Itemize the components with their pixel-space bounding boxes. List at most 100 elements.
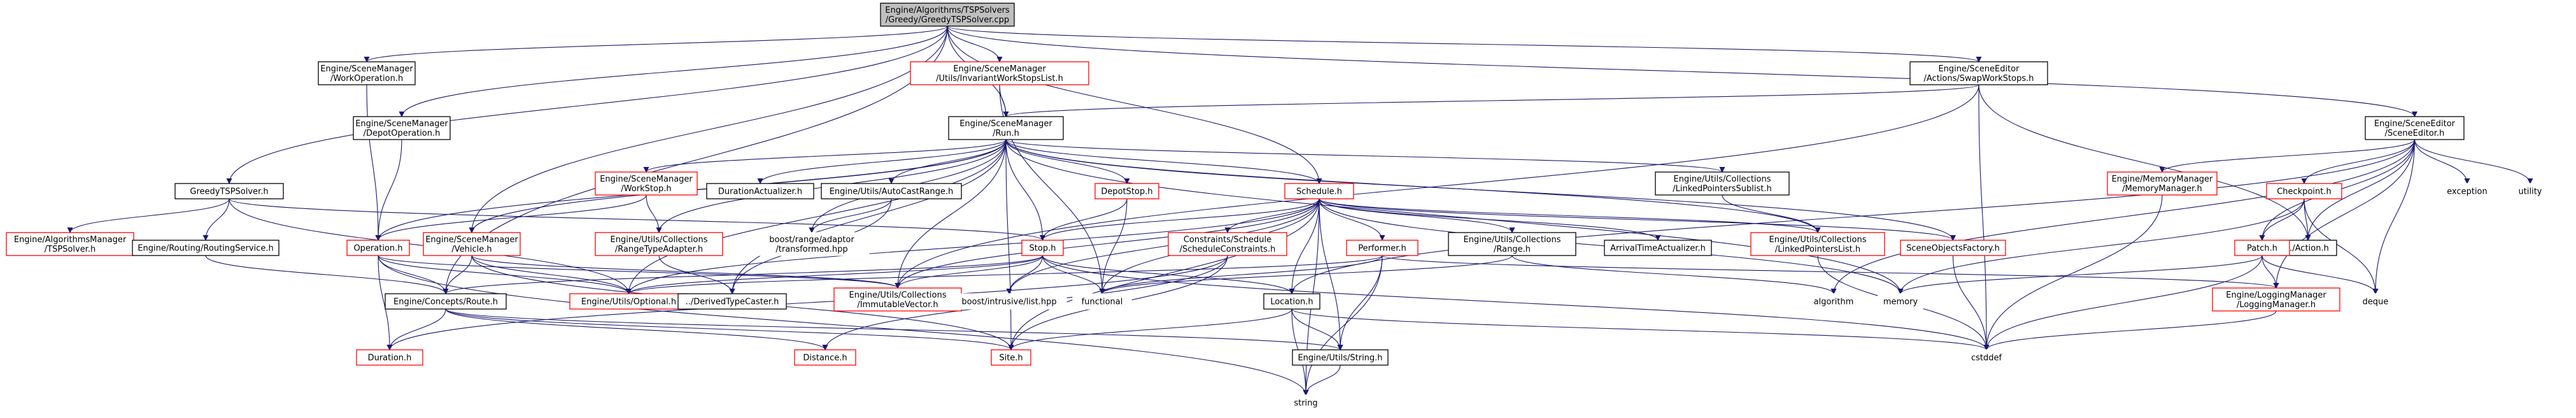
- edge-collrange-to-functional: [1099, 255, 1513, 294]
- node-box: [677, 293, 787, 310]
- node-sof[interactable]: SceneObjectsFactory.h: [1900, 240, 2006, 256]
- node-root[interactable]: Engine/Algorithms/TSPSolvers/Greedy/Gree…: [880, 3, 1015, 27]
- node-label-line: /LinkedPointersList.h: [1775, 245, 1860, 254]
- node-boostrange[interactable]: boost/range/adaptor/transformed.hpp: [754, 232, 870, 256]
- node-workop[interactable]: Engine/SceneManager/WorkOperation.h: [318, 61, 416, 85]
- node-patch[interactable]: Patch.h: [2234, 240, 2290, 256]
- edge-root-to-swapws: [947, 25, 1982, 62]
- edge-line: [1337, 255, 1383, 350]
- node-label-line: Distance.h: [803, 354, 847, 363]
- edge-line: [2273, 139, 2416, 289]
- node-algorithm[interactable]: algorithm: [1808, 293, 1860, 310]
- edge-line: [1006, 255, 1044, 294]
- node-stop[interactable]: Stop.h: [1021, 240, 1064, 256]
- node-label-line: /Greedy/GreedyTSPSolver.cpp: [886, 15, 1009, 25]
- node-logging[interactable]: Engine/LoggingManager/LoggingManager.h: [2212, 287, 2340, 312]
- node-label-line: Engine/SceneManager: [953, 64, 1046, 74]
- node-box: [1655, 171, 1790, 196]
- node-cstddef[interactable]: cstddef: [1964, 349, 2009, 366]
- node-tspsolver[interactable]: Engine/AlgorithmsManager/TSPSolver.h: [6, 232, 134, 256]
- edge-line: [205, 255, 449, 294]
- node-run[interactable]: Engine/SceneManager/Run.h: [948, 116, 1064, 140]
- edge-stop-to-intrusive: [1006, 255, 1044, 294]
- node-greedytsp[interactable]: GreedyTSPSolver.h: [174, 183, 284, 199]
- edge-patch-to-memory: [1897, 255, 2263, 294]
- node-rangetype[interactable]: Engine/Utils/Collections/RangeTypeAdapte…: [595, 232, 723, 256]
- edge-workstop-to-operation: [375, 194, 647, 241]
- node-label-line: boost/range/adaptor: [769, 235, 854, 245]
- edge-run-to-derivedcaster: [729, 139, 1007, 294]
- node-box: [318, 61, 416, 85]
- node-box: [346, 240, 410, 256]
- node-memory[interactable]: memory: [1878, 293, 1923, 310]
- node-label-line: /RangeTypeAdapter.h: [615, 245, 703, 254]
- node-constraints[interactable]: Constraints/Schedule/ScheduleConstraints…: [1168, 232, 1287, 256]
- node-immutable[interactable]: Engine/Utils/Collections/ImmutableVector…: [833, 287, 962, 312]
- edge-location-to-string_h: [1291, 308, 1343, 350]
- node-distance[interactable]: Distance.h: [794, 349, 856, 366]
- node-depotstop[interactable]: DepotStop.h: [1094, 183, 1159, 199]
- node-duractual[interactable]: DurationActualizer.h: [706, 183, 814, 199]
- edge-run-to-stop: [1005, 139, 1045, 241]
- node-box: [1284, 183, 1354, 199]
- node-label-line: DepotStop.h: [1101, 187, 1152, 197]
- node-routingsvc[interactable]: Engine/Routing/RoutingService.h: [132, 240, 280, 256]
- node-string_h[interactable]: Engine/Utils/String.h: [1292, 349, 1389, 366]
- node-workstop[interactable]: Engine/SceneManager/WorkStop.h: [595, 171, 698, 196]
- edge-line: [226, 25, 948, 184]
- node-deque[interactable]: deque: [2355, 293, 2396, 310]
- node-collrange[interactable]: Engine/Utils/Collections/Range.h: [1448, 232, 1576, 256]
- node-optional[interactable]: Engine/Utils/Optional.h: [569, 293, 688, 310]
- edge-operation-to-optional: [378, 255, 632, 294]
- node-box: [2441, 183, 2493, 199]
- node-label-line: /DepotOperation.h: [364, 129, 441, 138]
- node-duration[interactable]: Duration.h: [356, 349, 423, 366]
- edge-location-to-site: [1008, 308, 1292, 350]
- node-arrival[interactable]: ArrivalTimeActualizer.h: [1604, 240, 1712, 256]
- node-box: [1021, 240, 1064, 256]
- node-utility[interactable]: utility: [2508, 183, 2552, 199]
- edge-line: [366, 84, 381, 241]
- edge-sceneeditor-to-algorithm: [1830, 139, 2416, 294]
- node-depotop[interactable]: Engine/SceneManager/DepotOperation.h: [353, 116, 451, 140]
- node-checkpoint[interactable]: Checkpoint.h: [2266, 183, 2342, 199]
- node-sceneeditor[interactable]: Engine/SceneEditor/SceneEditor.h: [2365, 116, 2465, 140]
- edge-patch-to-deque: [2261, 255, 2379, 294]
- node-box: [2508, 183, 2552, 199]
- edge-schedule-to-sof: [1319, 198, 1956, 241]
- edge-line: [1040, 198, 1128, 241]
- node-label-line: Engine/Utils/String.h: [1298, 354, 1382, 363]
- node-concepts[interactable]: Engine/Concepts/Route.h: [385, 293, 507, 310]
- edge-sof-to-cstddef: [1952, 255, 1990, 350]
- node-vehicle[interactable]: Engine/SceneManager/Vehicle.h: [423, 232, 521, 256]
- edge-sceneeditor-to-action: [2305, 139, 2416, 241]
- node-exception[interactable]: exception: [2441, 183, 2493, 199]
- node-location[interactable]: Location.h: [1263, 293, 1320, 310]
- node-operation[interactable]: Operation.h: [346, 240, 410, 256]
- node-invariant[interactable]: Engine/SceneManager/Utils/InvariantWorkS…: [910, 61, 1089, 85]
- node-swapws[interactable]: Engine/SceneEditor/Actions/SwapWorkStops…: [1909, 61, 2048, 85]
- edge-string_h-to-string: [1303, 364, 1341, 396]
- edge-line: [378, 255, 632, 294]
- edge-line: [1005, 139, 1045, 241]
- node-label-line: /TSPSolver.h: [45, 245, 96, 254]
- node-linkedlist[interactable]: Engine/Utils/Collections/LinkedPointersL…: [1750, 232, 1885, 256]
- edge-root-to-depotop: [399, 25, 948, 117]
- node-derivedcaster[interactable]: ../DerivedTypeCaster.h: [677, 293, 787, 310]
- node-memmgr[interactable]: Engine/MemoryManager/MemoryManager.h: [2107, 171, 2218, 196]
- edge-schedule-to-immutable: [895, 198, 1320, 289]
- node-intrusive[interactable]: boost/intrusive/list.hpp: [951, 293, 1067, 310]
- node-functional[interactable]: functional: [1072, 293, 1132, 310]
- node-site[interactable]: Site.h: [991, 349, 1031, 366]
- node-label-line: Engine/Utils/Collections: [1674, 175, 1771, 184]
- node-schedule[interactable]: Schedule.h: [1284, 183, 1354, 199]
- node-autocast[interactable]: Engine/Utils/AutoCastRange.h: [821, 183, 962, 199]
- node-performer[interactable]: Performer.h: [1346, 240, 1419, 256]
- edge-line: [947, 25, 2417, 117]
- node-label-line: Schedule.h: [1296, 187, 1342, 197]
- node-string[interactable]: string: [1282, 394, 1329, 411]
- node-linkedsublist[interactable]: Engine/Utils/Collections/LinkedPointersS…: [1655, 171, 1790, 196]
- edge-line: [1099, 255, 1513, 294]
- edge-invariant-to-functional: [999, 84, 1105, 294]
- edge-line: [1722, 194, 1821, 233]
